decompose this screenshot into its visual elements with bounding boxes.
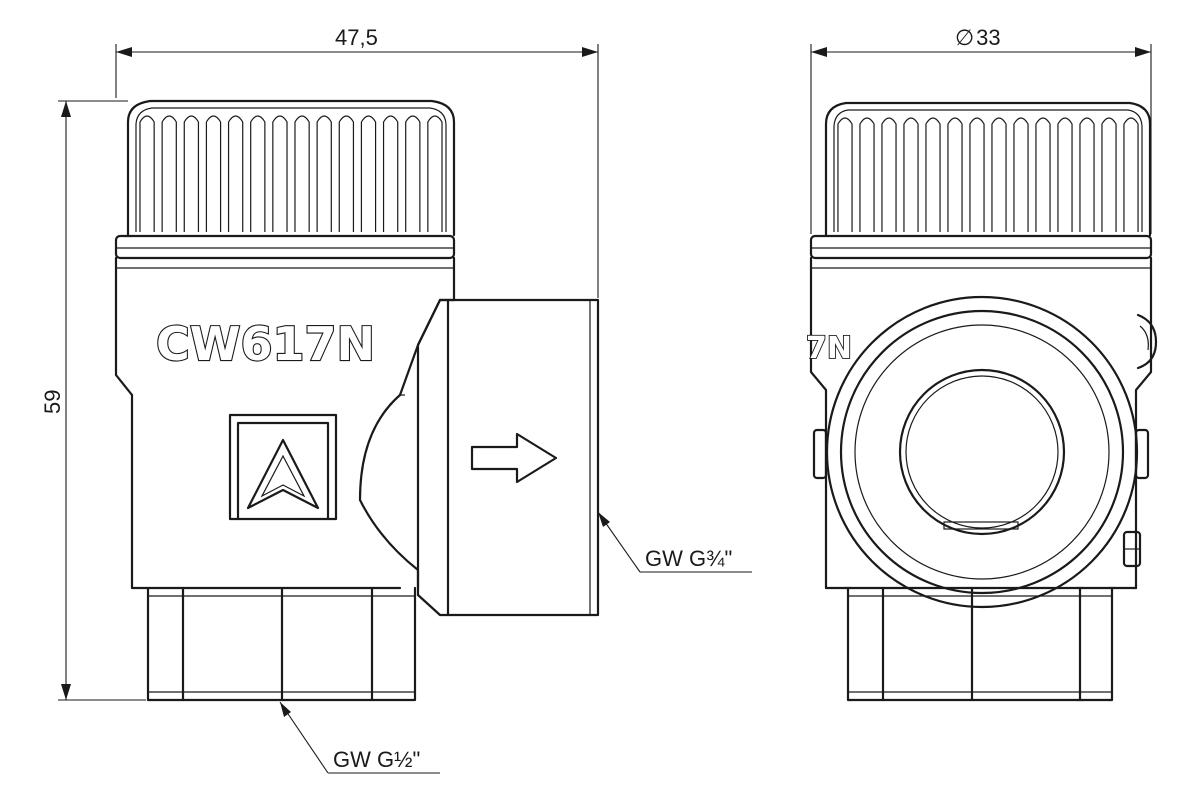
dimension-height: 59: [40, 100, 146, 701]
triangle-logo-icon: [228, 413, 338, 521]
knurl-rib: [1035, 117, 1051, 232]
knurl-rib: [382, 115, 399, 232]
knurl-rib: [903, 117, 919, 232]
diameter-label: ∅33: [955, 25, 1001, 50]
inlet-leader: GW G½": [279, 701, 440, 774]
diameter-value: 33: [976, 25, 1000, 50]
inlet-thread-label: GW G½": [333, 747, 420, 772]
knurl-rib: [272, 115, 288, 232]
knurl-rib: [969, 117, 985, 232]
side-body: [114, 256, 600, 702]
knurl-rib: [925, 117, 941, 232]
knurl-rib: [1057, 117, 1073, 232]
front-body: 7N: [805, 256, 1158, 702]
knurl-rib: [427, 115, 443, 232]
side-cap: [114, 99, 456, 260]
knurl-rib: [881, 117, 897, 232]
body-marking-text: CW617N: [156, 317, 375, 371]
side-view: CW617N: [114, 99, 600, 702]
knurl-rib: [1013, 117, 1029, 232]
front-view: 7N: [805, 101, 1158, 702]
height-label: 59: [40, 390, 65, 414]
front-cap-ribs: [837, 117, 1139, 232]
front-marking-text: 7N: [806, 331, 852, 366]
knurl-rib: [183, 115, 200, 232]
outlet-thread-label: GW G¾": [645, 546, 732, 571]
knurl-rib: [227, 115, 244, 232]
knurl-rib: [1101, 117, 1117, 232]
knurl-rib: [360, 115, 377, 232]
knurl-rib: [859, 117, 875, 232]
knurl-rib: [161, 115, 177, 232]
arrow-right-icon: [470, 432, 558, 484]
knurl-rib: [139, 115, 155, 232]
knurl-rib: [338, 115, 355, 232]
knurl-rib: [991, 117, 1007, 232]
dimension-diameter: ∅33: [810, 25, 1152, 234]
front-cap: [809, 101, 1153, 260]
diameter-symbol: ∅: [955, 25, 974, 50]
width-label: 47,5: [335, 25, 378, 50]
outlet-leader: GW G¾": [597, 511, 752, 573]
knurl-rib: [947, 117, 963, 232]
knurl-rib: [1079, 117, 1095, 232]
knurl-rib: [294, 115, 310, 232]
side-cap-ribs: [139, 115, 443, 232]
knurl-rib: [1123, 117, 1139, 232]
knurl-rib: [205, 115, 222, 232]
knurl-rib: [837, 117, 853, 232]
knurl-rib: [316, 115, 332, 232]
knurl-rib: [405, 115, 421, 232]
knurl-rib: [250, 115, 266, 232]
dimension-width: 47,5: [115, 25, 599, 298]
